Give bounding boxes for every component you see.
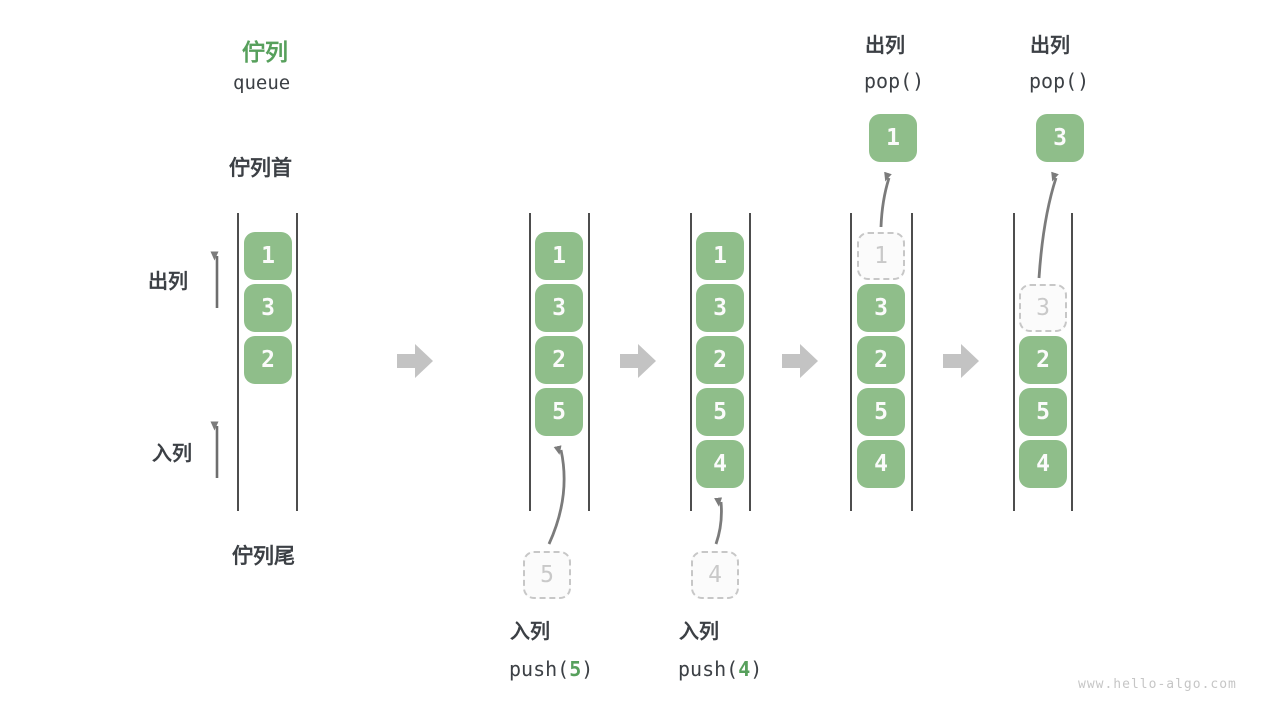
popped-cell: 3 [1036,114,1084,162]
pop-op-call: pop() [864,69,925,93]
diagram-title-en: queue [233,72,291,94]
queue-cell: 2 [857,336,905,384]
push-fn-arg: 4 [738,657,751,681]
queue-ghost-cell: 1 [857,232,905,280]
next-step-arrow-icon [782,344,818,378]
queue-cell: 4 [696,440,744,488]
push-op-call: push(4) [678,657,762,681]
push-fn-arg: 5 [569,657,582,681]
queue-cell: 3 [535,284,583,332]
queue-rail-left [237,213,239,511]
queue-cell: 5 [857,388,905,436]
pop-op-label: 出列 [865,35,905,57]
enqueue-side-label: 入列 [152,443,192,465]
push-op-call: push(5) [509,657,593,681]
queue-rail-right [911,213,913,511]
push-ghost-cell: 4 [691,551,739,599]
queue-cell: 2 [535,336,583,384]
queue-rail-right [588,213,590,511]
queue-cell: 5 [1019,388,1067,436]
watermark: www.hello-algo.com [1078,677,1237,692]
push-arrow-icon [714,497,723,545]
push-fn-close: ) [750,657,763,681]
pop-arrow-icon [1037,171,1059,279]
queue-rail-left [529,213,531,511]
queue-cell: 1 [244,232,292,280]
queue-ghost-cell: 3 [1019,284,1067,332]
queue-rail-right [1071,213,1073,511]
queue-cell: 3 [696,284,744,332]
pop-arrow-icon [879,171,892,228]
queue-rail-right [749,213,751,511]
push-fn-close: ) [581,657,594,681]
pop-op-call: pop() [1029,69,1090,93]
push-arrow-icon [547,445,566,545]
queue-cell: 5 [535,388,583,436]
queue-rail-left [1013,213,1015,511]
pop-op-label: 出列 [1030,35,1070,57]
diagram-title-zh: 佇列 [242,39,288,65]
queue-cell: 4 [857,440,905,488]
queue-front-label: 佇列首 [229,157,292,180]
next-step-arrow-icon [943,344,979,378]
queue-cell: 5 [696,388,744,436]
queue-cell: 3 [857,284,905,332]
queue-rail-left [690,213,692,511]
push-op-label: 入列 [510,621,550,643]
queue-cell: 4 [1019,440,1067,488]
push-ghost-cell: 5 [523,551,571,599]
queue-rail-right [296,213,298,511]
queue-cell: 1 [535,232,583,280]
queue-rail-left [850,213,852,511]
next-step-arrow-icon [397,344,433,378]
push-fn-open: push( [509,657,570,681]
queue-tail-label: 佇列尾 [232,545,295,568]
queue-cell: 2 [244,336,292,384]
queue-cell: 2 [1019,336,1067,384]
queue-cell: 3 [244,284,292,332]
queue-cell: 1 [696,232,744,280]
push-fn-open: push( [678,657,739,681]
next-step-arrow-icon [620,344,656,378]
dequeue-side-label: 出列 [148,271,188,293]
queue-cell: 2 [696,336,744,384]
push-op-label: 入列 [679,621,719,643]
popped-cell: 1 [869,114,917,162]
